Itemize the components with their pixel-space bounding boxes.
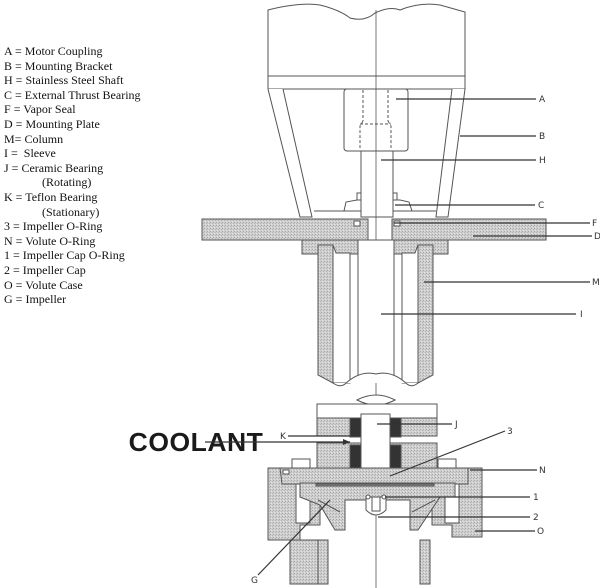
legend-separator: = (8, 160, 22, 175)
callout-lines (205, 98, 592, 576)
legend-separator: = (12, 116, 26, 131)
motor-housing (267, 3, 466, 77)
callout-2: 2 (533, 513, 539, 523)
legend-text: Impeller (25, 292, 67, 307)
callout-I: I (580, 310, 583, 320)
external-thrust-bearing (343, 199, 362, 212)
legend-key: 2 (4, 262, 10, 277)
legend-text: Volute O-Ring (25, 233, 96, 248)
legend-key: O (4, 277, 13, 292)
sleeve (332, 244, 351, 384)
legend-item: C = External Thrust Bearing (4, 88, 141, 103)
legend-text: Mounting Plate (25, 116, 100, 131)
legend-separator: = (12, 73, 26, 88)
legend-item: F = Vapor Seal (4, 102, 141, 117)
callout-1: 1 (533, 493, 539, 503)
legend-separator: = (14, 131, 25, 146)
stainless-steel-shaft (360, 150, 394, 218)
legend-item: B = Mounting Bracket (4, 59, 141, 74)
legend-key: D (4, 116, 13, 131)
column (317, 244, 334, 384)
legend-item: N = Volute O-Ring (4, 234, 141, 249)
ceramic-bearing (360, 413, 391, 471)
legend-item: K = Teflon Bearing (4, 190, 141, 205)
callout-A: A (539, 95, 546, 105)
legend-text: Ceramic Bearing (21, 160, 104, 175)
legend-text: Impeller Cap O-Ring (22, 248, 125, 263)
legend-key: C (4, 87, 13, 102)
legend-text: Vapor Seal (23, 102, 76, 117)
legend-item: H = Stainless Steel Shaft (4, 73, 141, 88)
legend-text: Volute Case (25, 277, 83, 292)
legend-item: M= Column (4, 132, 141, 147)
legend-item: 2 = Impeller Cap (4, 263, 141, 278)
legend-key: G (4, 292, 13, 307)
legend-item: O = Volute Case (4, 278, 141, 293)
callout-D: D (594, 232, 600, 242)
legend-key: N (4, 233, 13, 248)
legend-separator: = (12, 277, 26, 292)
legend-separator: = (10, 219, 23, 234)
legend-subtext: (Stationary) (42, 204, 100, 219)
legend-text: Sleeve (23, 146, 56, 161)
legend-separator: = (12, 189, 26, 204)
legend-text: External Thrust Bearing (24, 87, 141, 102)
legend-separator: = (12, 44, 25, 58)
legend-item: A = Motor Coupling (4, 44, 141, 59)
callout-B: B (539, 132, 545, 142)
legend-separator: = (12, 87, 25, 102)
legend-separator: = (10, 262, 23, 277)
legend-text: Mounting Bracket (24, 58, 113, 73)
legend-text: Stainless Steel Shaft (25, 73, 124, 88)
legend-key: 3 (4, 219, 10, 234)
callout-N: N (539, 466, 546, 476)
legend-key: I (4, 146, 8, 161)
legend-separator: = (12, 292, 26, 307)
legend-text: Impeller Cap (22, 262, 86, 277)
callout-3: 3 (507, 427, 513, 437)
callout-O: O (537, 527, 544, 537)
callout-K: K (280, 432, 287, 442)
callout-M: M (592, 278, 600, 288)
legend-separator: = (12, 233, 26, 248)
legend-separator: = (10, 248, 23, 263)
callout-C: C (538, 201, 544, 211)
teflon-bearing (349, 417, 362, 438)
legend-text: Teflon Bearing (25, 189, 98, 204)
legend-key: M (4, 131, 15, 146)
legend-key: H (4, 73, 13, 88)
legend-item: J = Ceramic Bearing (4, 161, 141, 176)
legend-key: K (4, 189, 13, 204)
callout-labels: A B H C F D M I J K 3 N 1 2 O G (251, 95, 600, 586)
legend-key: F (4, 102, 11, 117)
legend-separator: = (12, 58, 25, 73)
legend-text: Impeller O-Ring (22, 219, 103, 234)
legend-text: Column (24, 131, 64, 146)
legend-item: G = Impeller (4, 292, 141, 307)
legend-key: 1 (4, 248, 10, 263)
callout-G: G (251, 576, 258, 586)
legend-item: D = Mounting Plate (4, 117, 141, 132)
legend-item: 3 = Impeller O-Ring (4, 219, 141, 234)
volute-lid (279, 467, 469, 485)
callout-J: J (454, 420, 458, 430)
coolant-arrow-icon (343, 439, 350, 445)
impeller-cap-o-ring (365, 494, 371, 500)
legend-separator: = (8, 146, 24, 161)
motor-flange (267, 75, 466, 90)
vapor-seal (353, 220, 361, 227)
legend-separator: = (10, 102, 24, 117)
mounting-plate (201, 218, 369, 241)
legend-text: Motor Coupling (24, 44, 103, 58)
mounting-bracket (267, 88, 313, 218)
callout-H: H (539, 156, 546, 166)
callout-F: F (592, 219, 597, 229)
legend-subtext: (Rotating) (42, 175, 92, 190)
legend-item: 1 = Impeller Cap O-Ring (4, 248, 141, 263)
legend-key: B (4, 58, 13, 73)
legend-key: J (4, 160, 9, 175)
legend-item: I = Sleeve (4, 146, 141, 161)
legend-key: A (4, 44, 13, 58)
